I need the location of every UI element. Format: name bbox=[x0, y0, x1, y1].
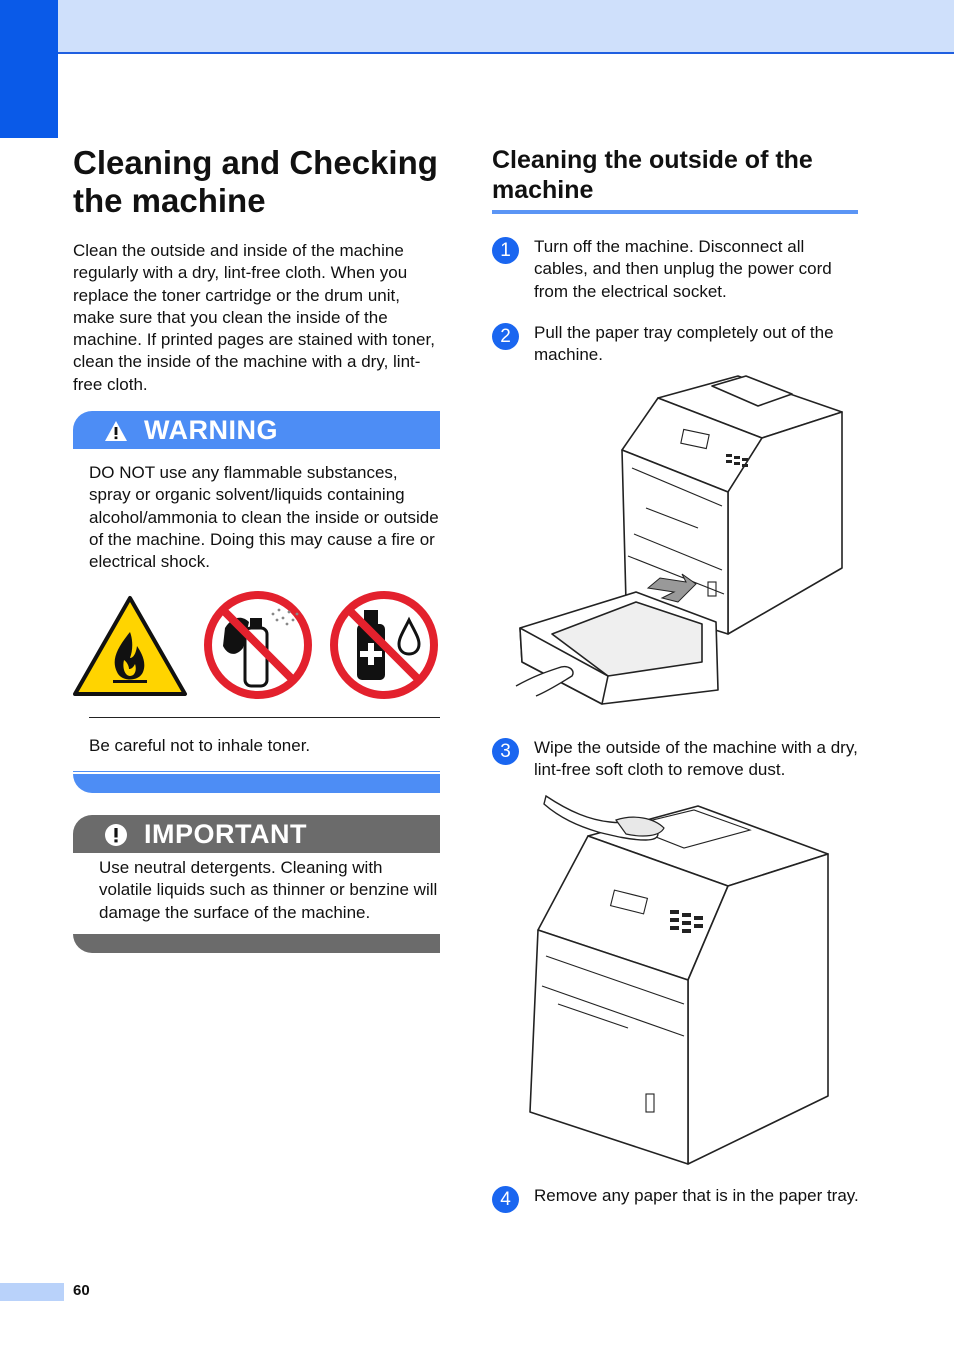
warning-footer-line bbox=[73, 771, 440, 772]
warning-label: WARNING bbox=[144, 415, 278, 445]
toner-note: Be careful not to inhale toner. bbox=[89, 736, 311, 755]
step-number-badge: 1 bbox=[492, 237, 519, 264]
warning-triangle-icon bbox=[105, 421, 127, 441]
footer-tab bbox=[0, 1283, 64, 1301]
warning-text: DO NOT use any flammable substances, spr… bbox=[89, 463, 439, 572]
no-spray-icon bbox=[204, 591, 312, 699]
step-number-badge: 3 bbox=[492, 738, 519, 765]
warning-header: WARNING bbox=[73, 411, 440, 449]
warning-icons bbox=[73, 591, 438, 699]
subsection-title: Cleaning the outside of the machine bbox=[492, 146, 813, 204]
no-solvent-icon bbox=[330, 591, 438, 699]
subsection-rule bbox=[492, 210, 858, 214]
step-text: Wipe the outside of the machine with a d… bbox=[534, 738, 858, 780]
divider bbox=[89, 717, 440, 718]
important-label: IMPORTANT bbox=[144, 819, 307, 849]
step-number-badge: 2 bbox=[492, 323, 519, 350]
step-text: Pull the paper tray completely out of th… bbox=[534, 323, 834, 365]
page-number: 60 bbox=[73, 1282, 90, 1299]
paper-tray-illustration bbox=[515, 375, 843, 705]
step-text: Remove any paper that is in the paper tr… bbox=[534, 1186, 859, 1205]
flammable-warning-icon bbox=[73, 596, 187, 696]
important-text: Use neutral detergents. Cleaning with vo… bbox=[99, 858, 438, 922]
section-title: Cleaning and Checking the machine bbox=[73, 144, 438, 219]
wiping-machine-illustration bbox=[529, 794, 829, 1165]
warning-footer bbox=[73, 774, 440, 793]
important-footer bbox=[73, 934, 440, 953]
important-header: IMPORTANT bbox=[73, 815, 440, 853]
header-band bbox=[0, 0, 954, 54]
step-text: Turn off the machine. Disconnect all cab… bbox=[534, 237, 832, 301]
chapter-tab bbox=[0, 0, 58, 138]
important-exclamation-icon bbox=[105, 824, 127, 846]
intro-paragraph: Clean the outside and inside of the mach… bbox=[73, 241, 435, 394]
step-number-badge: 4 bbox=[492, 1186, 519, 1213]
